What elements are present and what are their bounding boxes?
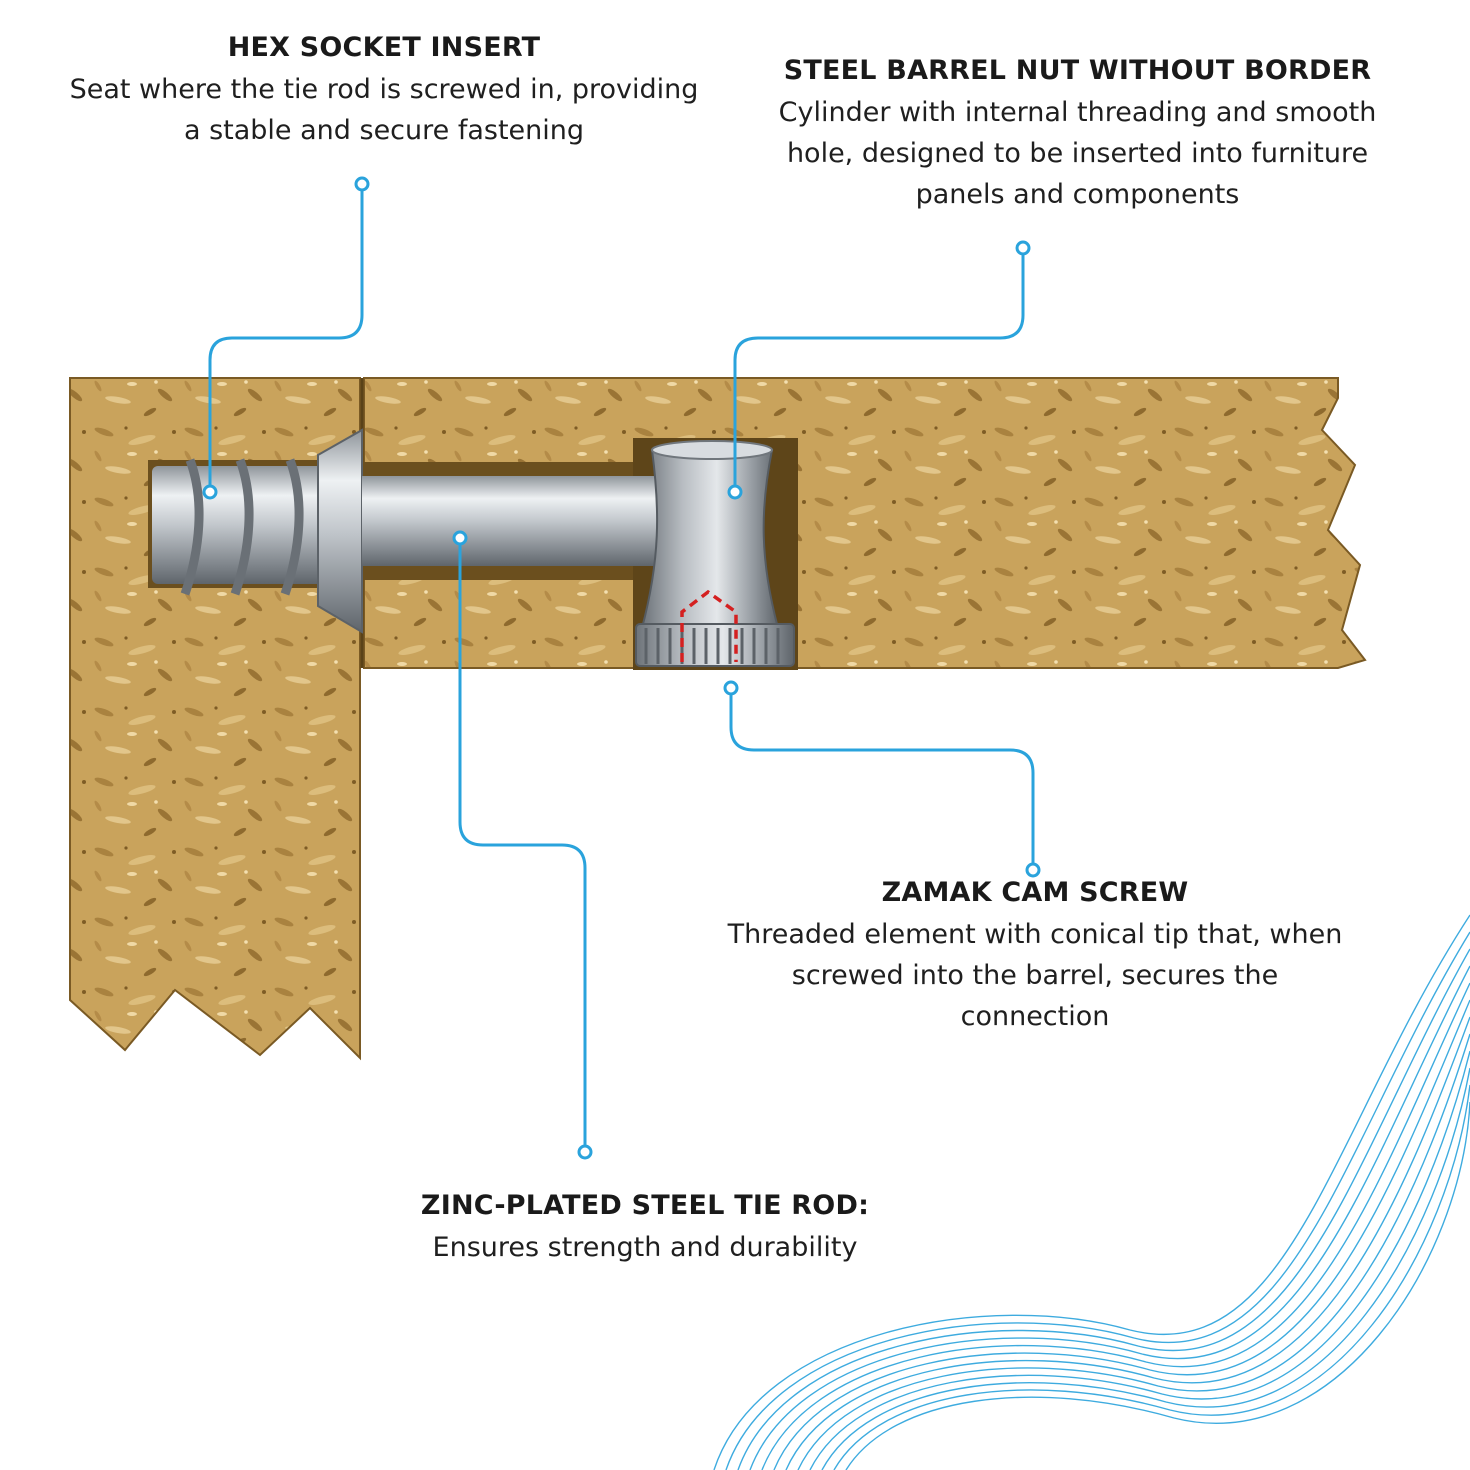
callout-dot-barrel-top <box>1015 240 1031 256</box>
callout-line-rod <box>458 538 587 1152</box>
hex-socket-insert-title: HEX SOCKET INSERT <box>227 32 541 63</box>
callout-dot-cam-start <box>723 680 739 696</box>
callout-dot-cam-end <box>1025 862 1041 878</box>
callout-line-hex <box>208 184 364 492</box>
tie-rod-label: ZINC-PLATED STEEL TIE ROD: Ensures stren… <box>380 1190 910 1268</box>
callout-line-cam <box>729 688 1035 870</box>
decorative-wave-lines <box>713 914 1470 1470</box>
cam-screw-description: Threaded element with conical tip that, … <box>727 919 1343 1032</box>
tie-rod-description: Ensures strength and durability <box>432 1232 858 1263</box>
barrel-nut-title: STEEL BARREL NUT WITHOUT BORDER <box>783 55 1372 86</box>
callout-dot-rod-start <box>452 530 468 546</box>
tie-rod-title: ZINC-PLATED STEEL TIE ROD: <box>420 1190 870 1221</box>
callout-dot-rod-end <box>577 1144 593 1160</box>
callout-line-barrel <box>733 248 1025 492</box>
tie-rod <box>362 476 658 566</box>
callout-dot-barrel-end <box>727 484 743 500</box>
hex-socket-insert-description: Seat where the tie rod is screwed in, pr… <box>69 74 699 146</box>
horizontal-wood-panel <box>363 377 1367 669</box>
barrel-nut-description: Cylinder with internal threading and smo… <box>778 97 1377 210</box>
cam-screw-title: ZAMAK CAM SCREW <box>881 877 1189 908</box>
callout-dot-hex-end <box>202 484 218 500</box>
barrel-nut <box>635 440 795 667</box>
callout-dot-hex-top <box>354 176 370 192</box>
cam-tip-marker <box>680 589 738 662</box>
hex-socket-insert <box>152 428 363 634</box>
barrel-nut-label: STEEL BARREL NUT WITHOUT BORDER Cylinder… <box>770 55 1385 215</box>
hex-socket-insert-label: HEX SOCKET INSERT Seat where the tie rod… <box>60 32 708 151</box>
cam-screw-label: ZAMAK CAM SCREW Threaded element with co… <box>720 877 1350 1037</box>
